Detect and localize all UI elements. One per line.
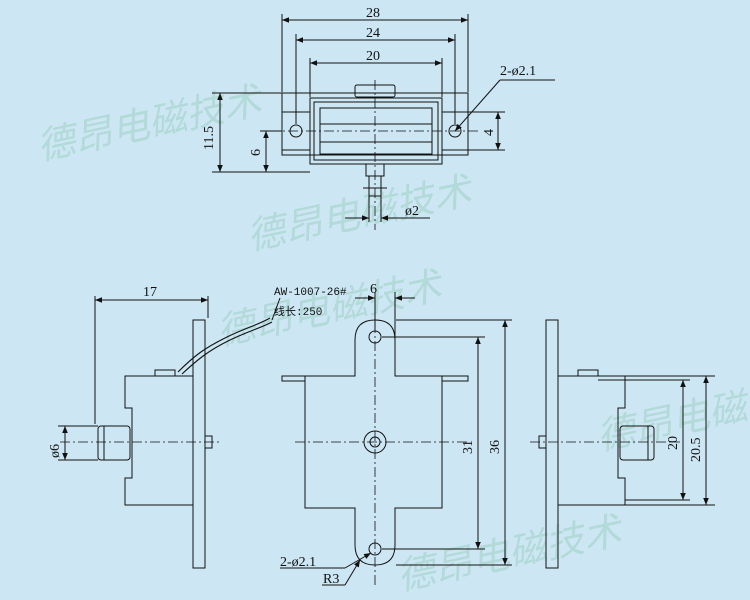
side-view-left: [58, 296, 281, 569]
top-cap: [354, 84, 396, 98]
dim-20-right-label: 20: [666, 436, 681, 450]
top-hole-left: [289, 124, 303, 138]
leader-radius: [344, 559, 361, 586]
wire-spec-label: AW-1007-26#: [274, 287, 347, 299]
side-view-right: [530, 319, 715, 569]
dim-28-label: 28: [366, 6, 380, 21]
wire-length-label: 线长:250: [274, 304, 322, 319]
dim-24-label: 24: [366, 26, 380, 41]
leader-holes-front: [344, 552, 372, 569]
watermark-1: 德昂电磁技术: [33, 78, 268, 169]
dim-115-label: 11.5: [202, 126, 217, 150]
watermark-2: 德昂电磁技术: [243, 168, 478, 259]
right-plunger: [619, 425, 655, 461]
watermarks: 德昂电磁技术 德昂电磁技术 德昂电磁技术 德昂电磁技术 德昂电磁技术: [33, 78, 750, 599]
dim-36-label: 36: [488, 440, 503, 454]
left-top-tab: [154, 369, 176, 377]
dim-d6-label: ø6: [48, 444, 63, 458]
top-yoke-inner: [313, 101, 439, 161]
right-shaft-end: [538, 435, 547, 449]
top-coil: [319, 107, 433, 155]
front-boss: [363, 430, 387, 454]
holes-front-label: 2-ø2.1: [280, 555, 316, 570]
left-plunger: [97, 425, 131, 461]
top-shaft: [368, 175, 382, 197]
dim-31-label: 31: [461, 440, 476, 454]
holes-top-label: 2-ø2.1: [500, 64, 536, 79]
front-hole-top: [368, 330, 382, 344]
dim-4-label: 4: [482, 129, 497, 136]
front-outline: [304, 319, 443, 566]
radius-label: R3: [323, 572, 339, 587]
front-boss-inner: [369, 436, 381, 448]
dim-17-label: 17: [143, 285, 157, 300]
dim-w6-label: 6: [370, 282, 377, 297]
left-wire-a: [177, 317, 271, 373]
front-view: [280, 292, 512, 586]
watermark-4: 德昂电磁技术: [393, 508, 628, 599]
left-shaft-end: [204, 435, 213, 449]
left-wire-b: [181, 321, 273, 375]
top-view: [212, 14, 555, 230]
left-body: [124, 375, 194, 506]
watermark-3: 德昂电磁技术: [213, 263, 448, 354]
leader-holes-top: [454, 79, 501, 132]
front-hole-bottom: [368, 542, 382, 556]
right-body: [557, 375, 626, 506]
front-flange-right: [441, 375, 469, 382]
front-flange-left: [281, 375, 306, 382]
wire-leader: [271, 297, 281, 321]
shaft-dia-label: ø2: [405, 204, 419, 219]
dim-6-top-label: 6: [249, 149, 264, 156]
right-top-tab: [577, 369, 599, 377]
dim-20-label: 20: [366, 49, 380, 64]
dim-205-label: 20.5: [689, 438, 704, 463]
